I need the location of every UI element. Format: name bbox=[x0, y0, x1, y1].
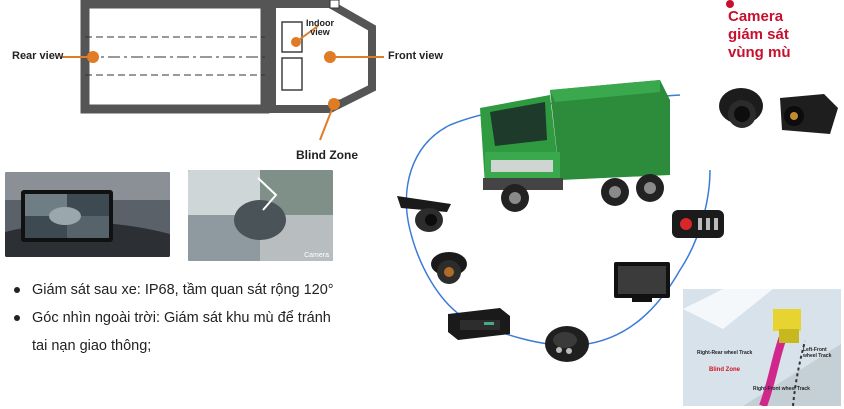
photo-caption: Camera bbox=[304, 252, 329, 259]
title-line2: giám sát bbox=[728, 26, 789, 43]
monitor-icon bbox=[614, 262, 670, 302]
bullet-item: Góc nhìn ngoài trời: Giám sát khu mù để … bbox=[10, 304, 390, 332]
rear-view-label: Rear view bbox=[12, 50, 64, 62]
camera-rect-icon bbox=[780, 94, 838, 134]
bullet-text: Góc nhìn ngoài trời: Giám sát khu mù để … bbox=[32, 310, 331, 326]
remote-icon bbox=[672, 210, 724, 238]
bullet-item-continued: tai nạn giao thông; bbox=[10, 332, 390, 360]
inset-right-front-label: Right-Front wheel Track bbox=[753, 386, 810, 392]
inset-left-front-label: Left-Front wheel Track bbox=[803, 347, 832, 359]
camera-bullet-icon bbox=[719, 88, 763, 128]
camera-dome-icon bbox=[431, 252, 467, 284]
indoor-view-label: Indoor view bbox=[306, 19, 334, 37]
blind-zone-inset: Right-Rear wheel Track Left-Front wheel … bbox=[683, 289, 841, 406]
dvr-icon bbox=[448, 308, 510, 340]
feature-list: Giám sát sau xe: IP68, tầm quan sát rộng… bbox=[10, 276, 390, 360]
dashboard-photo bbox=[5, 172, 170, 257]
page-title: Camera giám sát vùng mù bbox=[728, 8, 791, 62]
brand-logo-icon bbox=[726, 0, 734, 8]
bullet-text: Giám sát sau xe: IP68, tầm quan sát rộng… bbox=[32, 282, 334, 298]
bullet-dot-icon bbox=[14, 287, 20, 293]
bullet-item: Giám sát sau xe: IP68, tầm quan sát rộng… bbox=[10, 276, 390, 304]
title-line3: vùng mù bbox=[728, 44, 791, 61]
bullet-dot-icon bbox=[14, 315, 20, 321]
camera-side-icon bbox=[397, 196, 451, 232]
front-view-label: Front view bbox=[388, 50, 444, 62]
truck-image bbox=[480, 80, 670, 212]
title-line1: Camera bbox=[728, 8, 784, 25]
blind-zone-label: Blind Zone bbox=[296, 148, 358, 162]
mouse-camera-icon bbox=[545, 326, 589, 362]
vehicle-view-diagram bbox=[62, 0, 384, 141]
inset-blind-zone-label: Blind Zone bbox=[709, 367, 740, 373]
inset-rear-track-label: Right-Rear wheel Track bbox=[697, 350, 753, 356]
camera-view-photo: Camera bbox=[188, 170, 333, 261]
indoor-label-line2: view bbox=[310, 27, 330, 37]
indoor-label-line1: Indoor bbox=[306, 18, 334, 28]
bullet-text: tai nạn giao thông; bbox=[32, 338, 152, 354]
